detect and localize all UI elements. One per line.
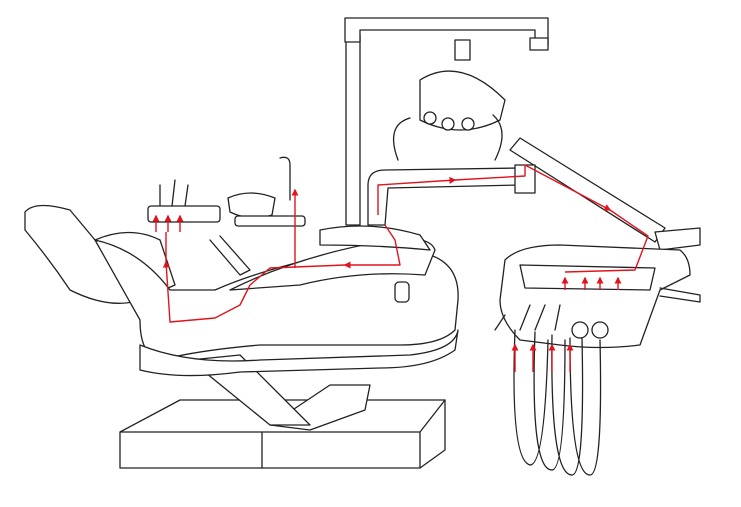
operating-lamp-icon [392, 39, 506, 161]
delivery-arm [367, 137, 701, 251]
instrument-tray-icon [494, 244, 701, 476]
dental-chair-icon [24, 204, 459, 377]
assistant-tray [147, 156, 306, 227]
lamp-pole [344, 17, 549, 226]
flow-lines [152, 164, 649, 372]
chair-base [119, 354, 446, 469]
